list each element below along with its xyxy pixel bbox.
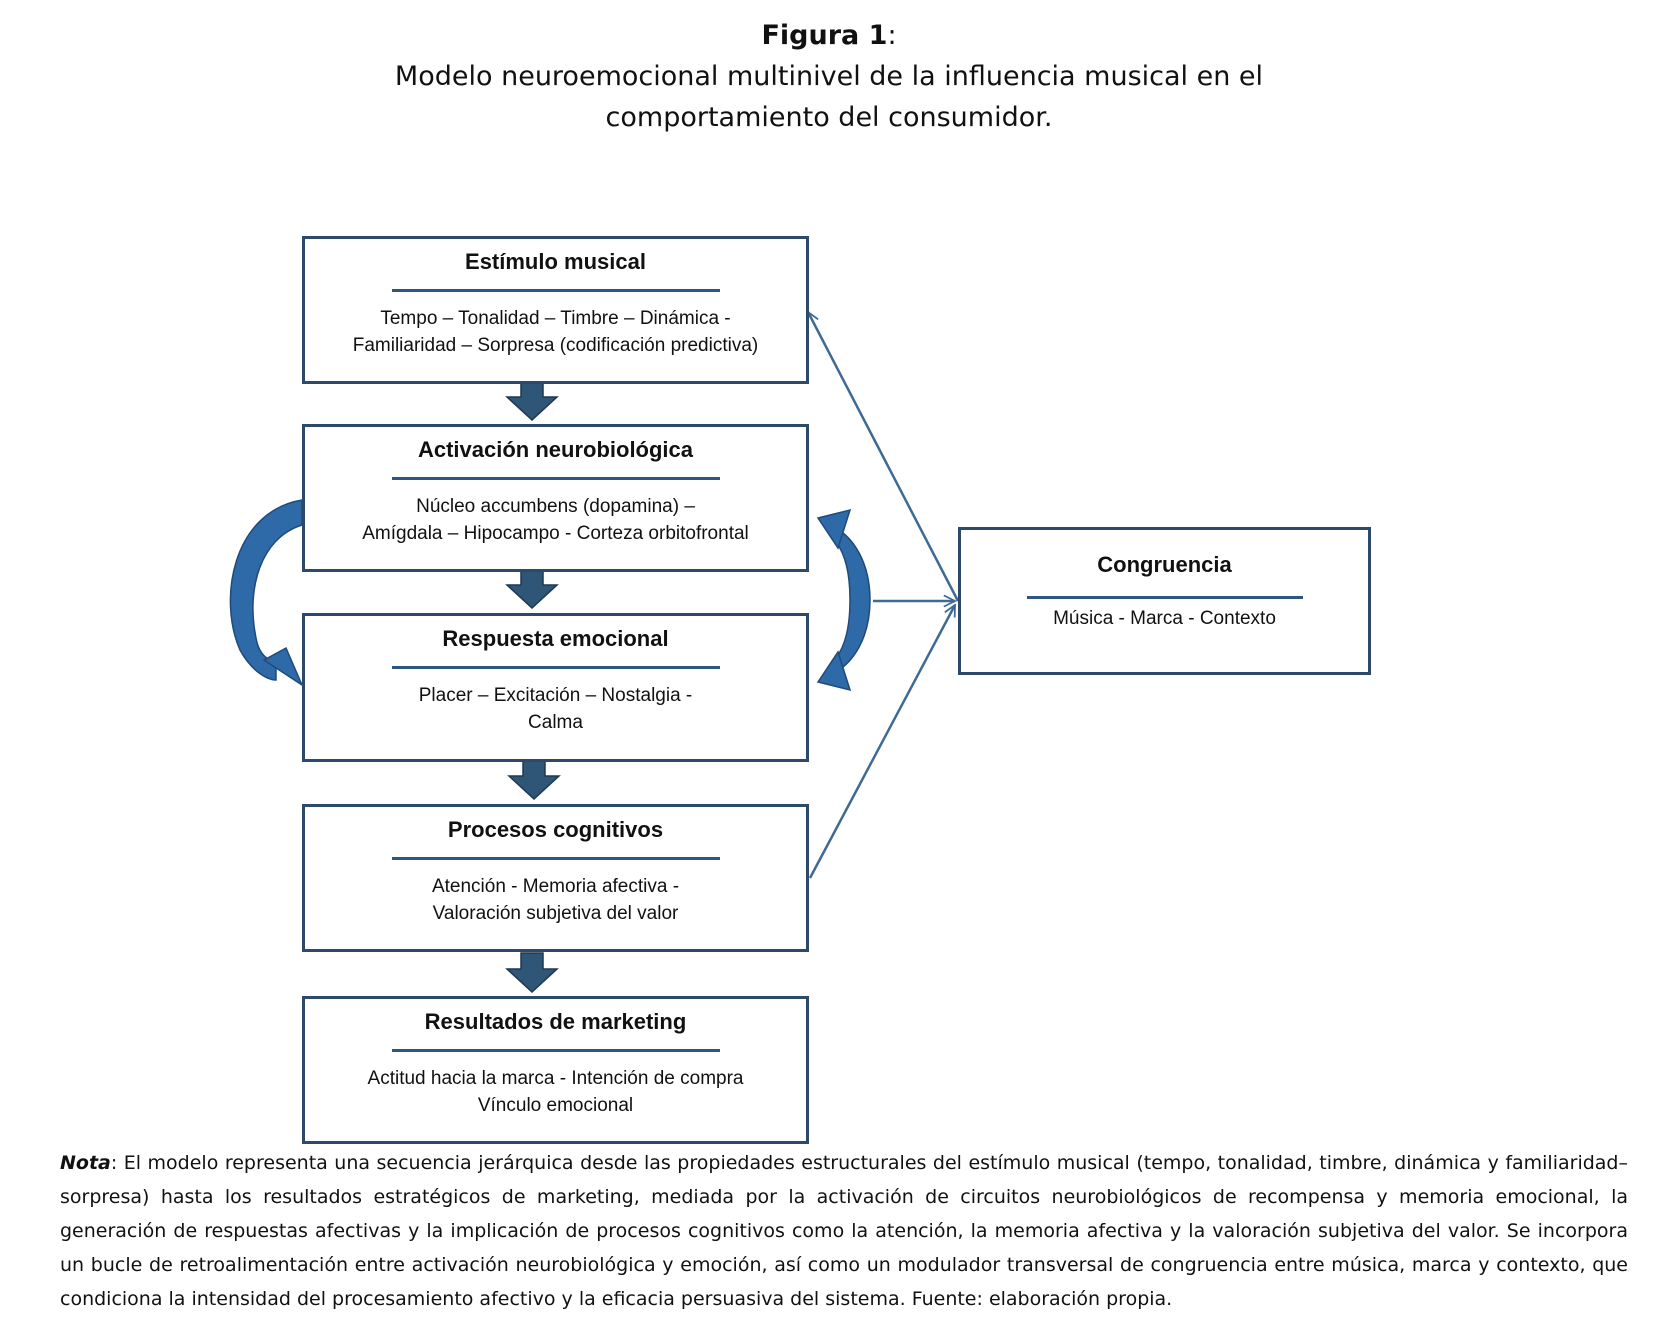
box-procesos-line-2: Valoración subjetiva del valor bbox=[432, 903, 679, 924]
box-estimulo-line-1: Tempo – Tonalidad – Timbre – Dinámica - bbox=[380, 308, 731, 329]
box-resultados-title: Resultados de marketing bbox=[424, 1009, 687, 1034]
box-congruencia-title: Congruencia bbox=[1097, 552, 1232, 577]
box-resultados-divider bbox=[391, 1049, 720, 1052]
box-congruencia-line-1: Música - Marca - Contexto bbox=[1053, 608, 1276, 629]
box-respuesta-emocional: Respuesta emocional Placer – Excitación … bbox=[302, 613, 809, 762]
box-estimulo-title: Estímulo musical bbox=[465, 249, 646, 274]
box-estimulo-text: Tempo – Tonalidad – Timbre – Dinámica - … bbox=[305, 305, 806, 359]
box-respuesta-divider bbox=[391, 666, 720, 669]
box-procesos-text: Atención - Memoria afectiva - Valoración… bbox=[305, 873, 806, 927]
figure-label-colon: : bbox=[887, 20, 897, 51]
box-resultados-text: Actitud hacia la marca - Intención de co… bbox=[305, 1065, 806, 1119]
box-procesos-cognitivos: Procesos cognitivos Atención - Memoria a… bbox=[302, 804, 809, 952]
box-estimulo-line-2: Familiaridad – Sorpresa (codificación pr… bbox=[352, 335, 759, 356]
figure-label: Figura 1: bbox=[0, 18, 1658, 54]
box-activacion-text: Núcleo accumbens (dopamina) – Amígdala –… bbox=[305, 493, 806, 547]
note-text: : El modelo representa una secuencia jer… bbox=[60, 1152, 1628, 1310]
box-resultados-line-1: Actitud hacia la marca - Intención de co… bbox=[367, 1068, 744, 1089]
box-estimulo-musical: Estímulo musical Tempo – Tonalidad – Tim… bbox=[302, 236, 809, 384]
box-procesos-title: Procesos cognitivos bbox=[447, 817, 664, 842]
box-estimulo-divider bbox=[391, 289, 720, 292]
box-resultados-line-2: Vínculo emocional bbox=[477, 1095, 634, 1116]
box-resultados-marketing: Resultados de marketing Actitud hacia la… bbox=[302, 996, 809, 1144]
down-arrow-4 bbox=[505, 952, 559, 994]
box-congruencia-text: Música - Marca - Contexto bbox=[961, 605, 1368, 632]
connector-from-procesos bbox=[808, 605, 957, 879]
down-arrow-3 bbox=[507, 759, 561, 801]
down-arrow-1 bbox=[505, 381, 559, 422]
congruencia-connectors bbox=[806, 312, 960, 879]
box-respuesta-line-2: Calma bbox=[528, 712, 583, 733]
figure-note: Nota: El modelo representa una secuencia… bbox=[60, 1146, 1628, 1316]
box-activacion-divider bbox=[391, 477, 720, 480]
box-procesos-divider bbox=[391, 857, 720, 860]
figure-heading: Figura 1: Modelo neuroemocional multiniv… bbox=[0, 18, 1658, 138]
left-curved-arrow bbox=[229, 499, 304, 688]
box-procesos-line-1: Atención - Memoria afectiva - bbox=[431, 876, 680, 897]
figure-title: Modelo neuroemocional multinivel de la i… bbox=[394, 61, 1264, 133]
down-arrow-2 bbox=[505, 569, 559, 610]
box-respuesta-text: Placer – Excitación – Nostalgia - Calma bbox=[305, 682, 806, 736]
box-activacion-title: Activación neurobiológica bbox=[417, 437, 694, 462]
figure-label-number: Figura 1 bbox=[761, 20, 888, 51]
box-activacion-line-1: Núcleo accumbens (dopamina) – bbox=[416, 496, 695, 517]
connector-to-estimulo bbox=[806, 312, 960, 602]
box-congruencia: Congruencia Música - Marca - Contexto bbox=[958, 527, 1371, 675]
box-respuesta-title: Respuesta emocional bbox=[442, 626, 669, 651]
note-label: Nota bbox=[60, 1152, 111, 1174]
box-activacion-line-2: Amígdala – Hipocampo - Corteza orbitofro… bbox=[362, 523, 749, 544]
box-respuesta-line-1: Placer – Excitación – Nostalgia - bbox=[418, 685, 693, 706]
box-congruencia-divider bbox=[1026, 596, 1303, 599]
box-activacion-neurobiologica: Activación neurobiológica Núcleo accumbe… bbox=[302, 424, 809, 572]
right-double-curved-arrow bbox=[816, 508, 871, 692]
